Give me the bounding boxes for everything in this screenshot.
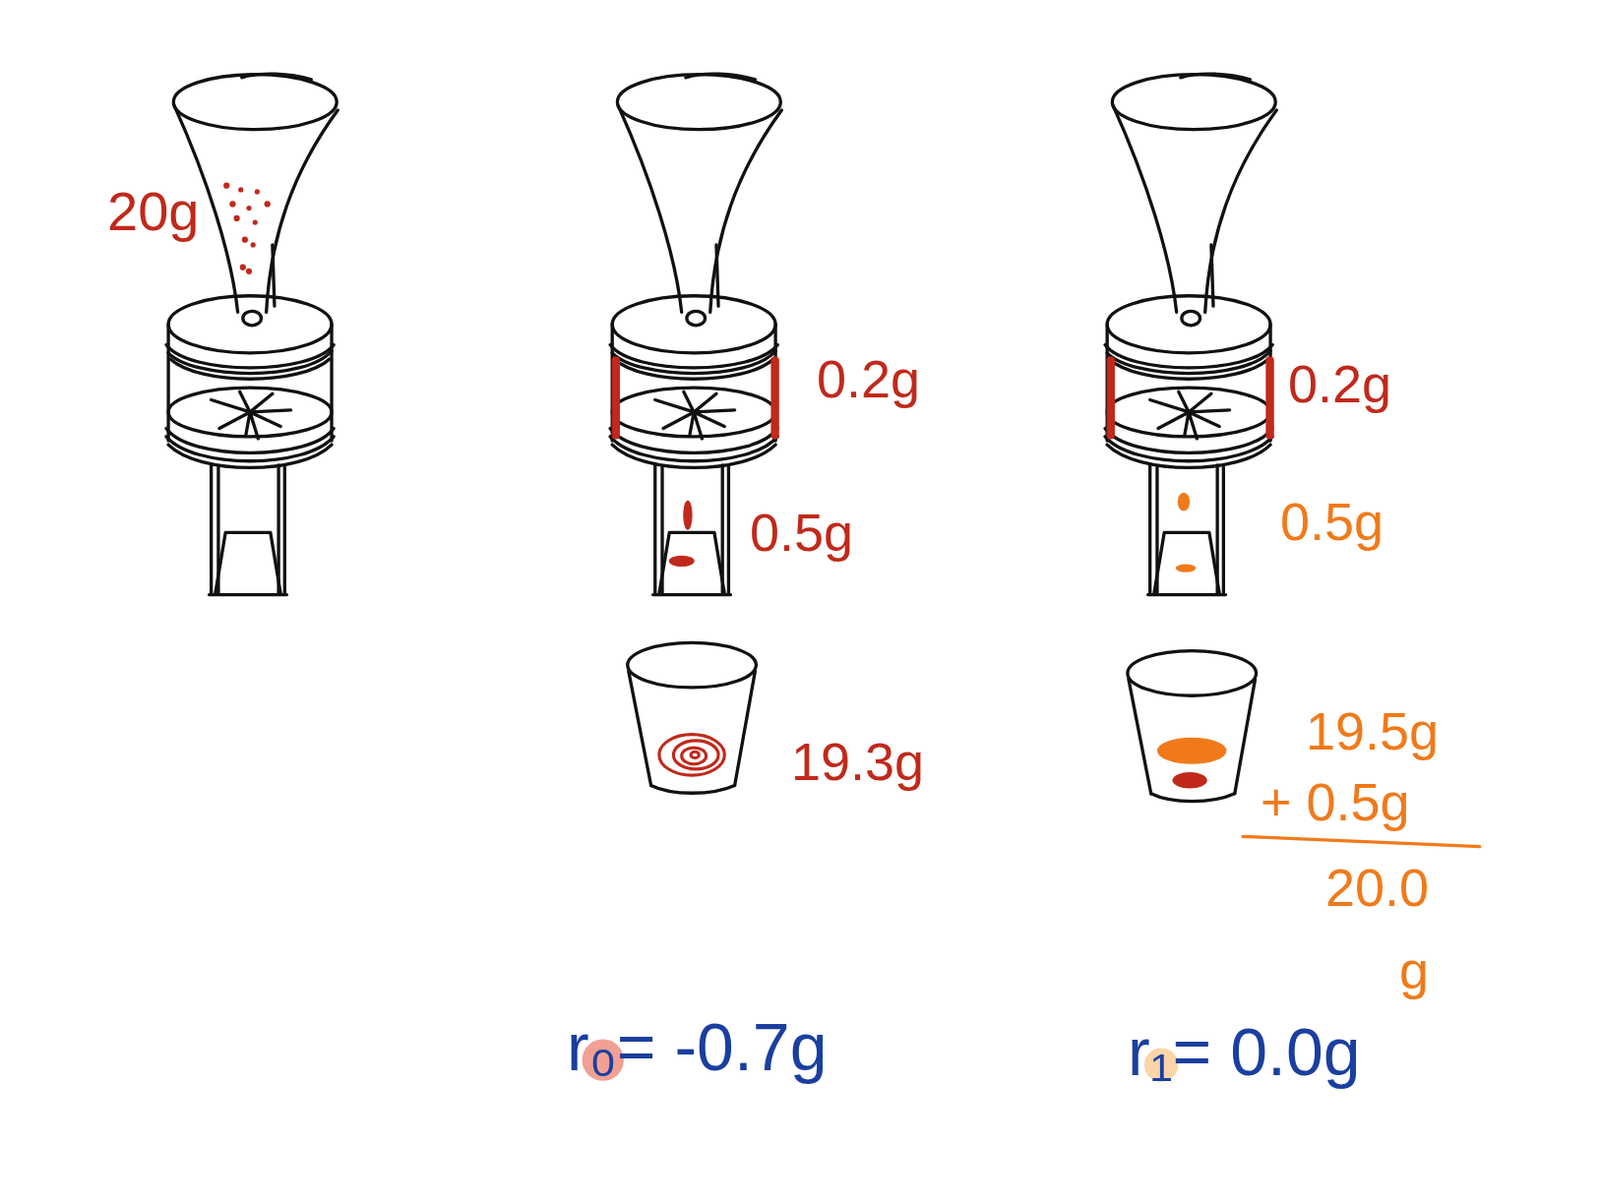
coffee-grains: [223, 183, 271, 275]
cup-grounds: [1157, 738, 1228, 765]
retention-label: 0.2g: [1288, 357, 1392, 411]
sum-line: [1242, 836, 1480, 847]
retained-grounds: [1107, 357, 1274, 439]
chute-label: 0.5g: [1280, 494, 1384, 549]
output-label: 19.5g: [1305, 704, 1439, 758]
dose-label: 20g: [107, 184, 199, 240]
purged-grounds: [1175, 492, 1197, 573]
retention-label: 0.2g: [816, 352, 921, 406]
sum-term: + 0.5g: [1260, 775, 1411, 829]
sum-total: 20.0 g: [1293, 847, 1429, 1012]
cup-grounds: [1172, 772, 1208, 790]
result-formula: r₀= -0.7g: [566, 1013, 827, 1081]
cup-grounds: [659, 735, 725, 776]
result-formula: r₁= 0.0g: [1127, 1018, 1361, 1086]
output-label: 19.3g: [791, 735, 924, 789]
chute-label: 0.5g: [749, 505, 854, 559]
